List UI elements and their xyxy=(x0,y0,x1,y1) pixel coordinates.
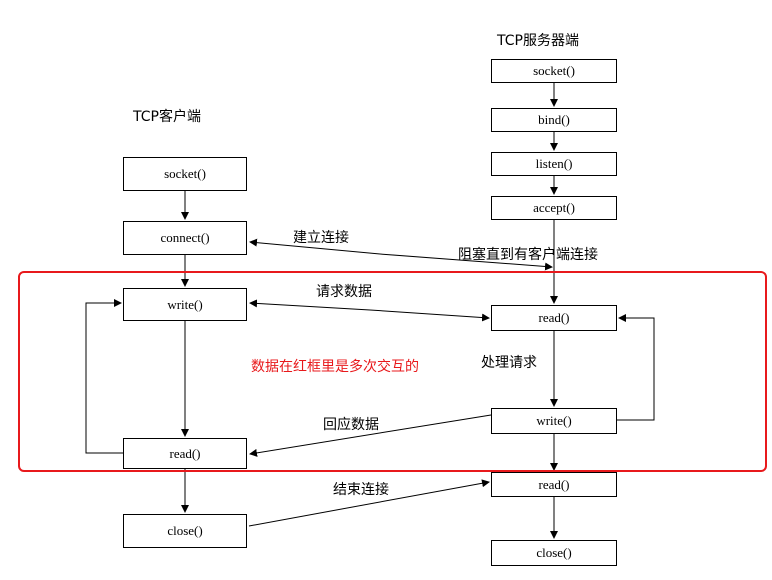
server-socket-box: socket() xyxy=(491,59,617,83)
server-read-box: read() xyxy=(491,305,617,331)
arrow-end-connection xyxy=(248,479,490,527)
end-connection-label: 结束连接 xyxy=(333,482,389,498)
client-title: TCP客户端 xyxy=(133,109,201,125)
client-socket-box: socket() xyxy=(123,157,247,191)
server-read-final-box: read() xyxy=(491,472,617,497)
server-bind-box: bind() xyxy=(491,108,617,132)
server-close-box: close() xyxy=(491,540,617,566)
interaction-annotation: 数据在红框里是多次交互的 xyxy=(251,359,419,375)
client-connect-box: connect() xyxy=(123,221,247,255)
block-until-connect-label: 阻塞直到有客户端连接 xyxy=(458,247,598,263)
establish-label: 建立连接 xyxy=(293,230,349,246)
arrow-request-to-client xyxy=(249,299,371,311)
interaction-frame xyxy=(18,271,767,472)
arrow-client-loop xyxy=(85,299,123,454)
arrow-server-loop xyxy=(617,314,655,421)
response-data-label: 回应数据 xyxy=(323,417,379,433)
arrow-establish-to-server xyxy=(379,253,553,271)
process-request-label: 处理请求 xyxy=(481,355,537,371)
server-title: TCP服务器端 xyxy=(497,33,579,49)
arrow-establish-to-client xyxy=(249,238,381,255)
server-write-box: write() xyxy=(491,408,617,434)
client-read-box: read() xyxy=(123,438,247,469)
client-close-box: close() xyxy=(123,514,247,548)
arrow-request-to-server xyxy=(369,309,490,322)
client-write-box: write() xyxy=(123,288,247,321)
arrow-response xyxy=(249,414,492,457)
server-accept-box: accept() xyxy=(491,196,617,220)
server-listen-box: listen() xyxy=(491,152,617,176)
request-data-label: 请求数据 xyxy=(316,284,372,300)
